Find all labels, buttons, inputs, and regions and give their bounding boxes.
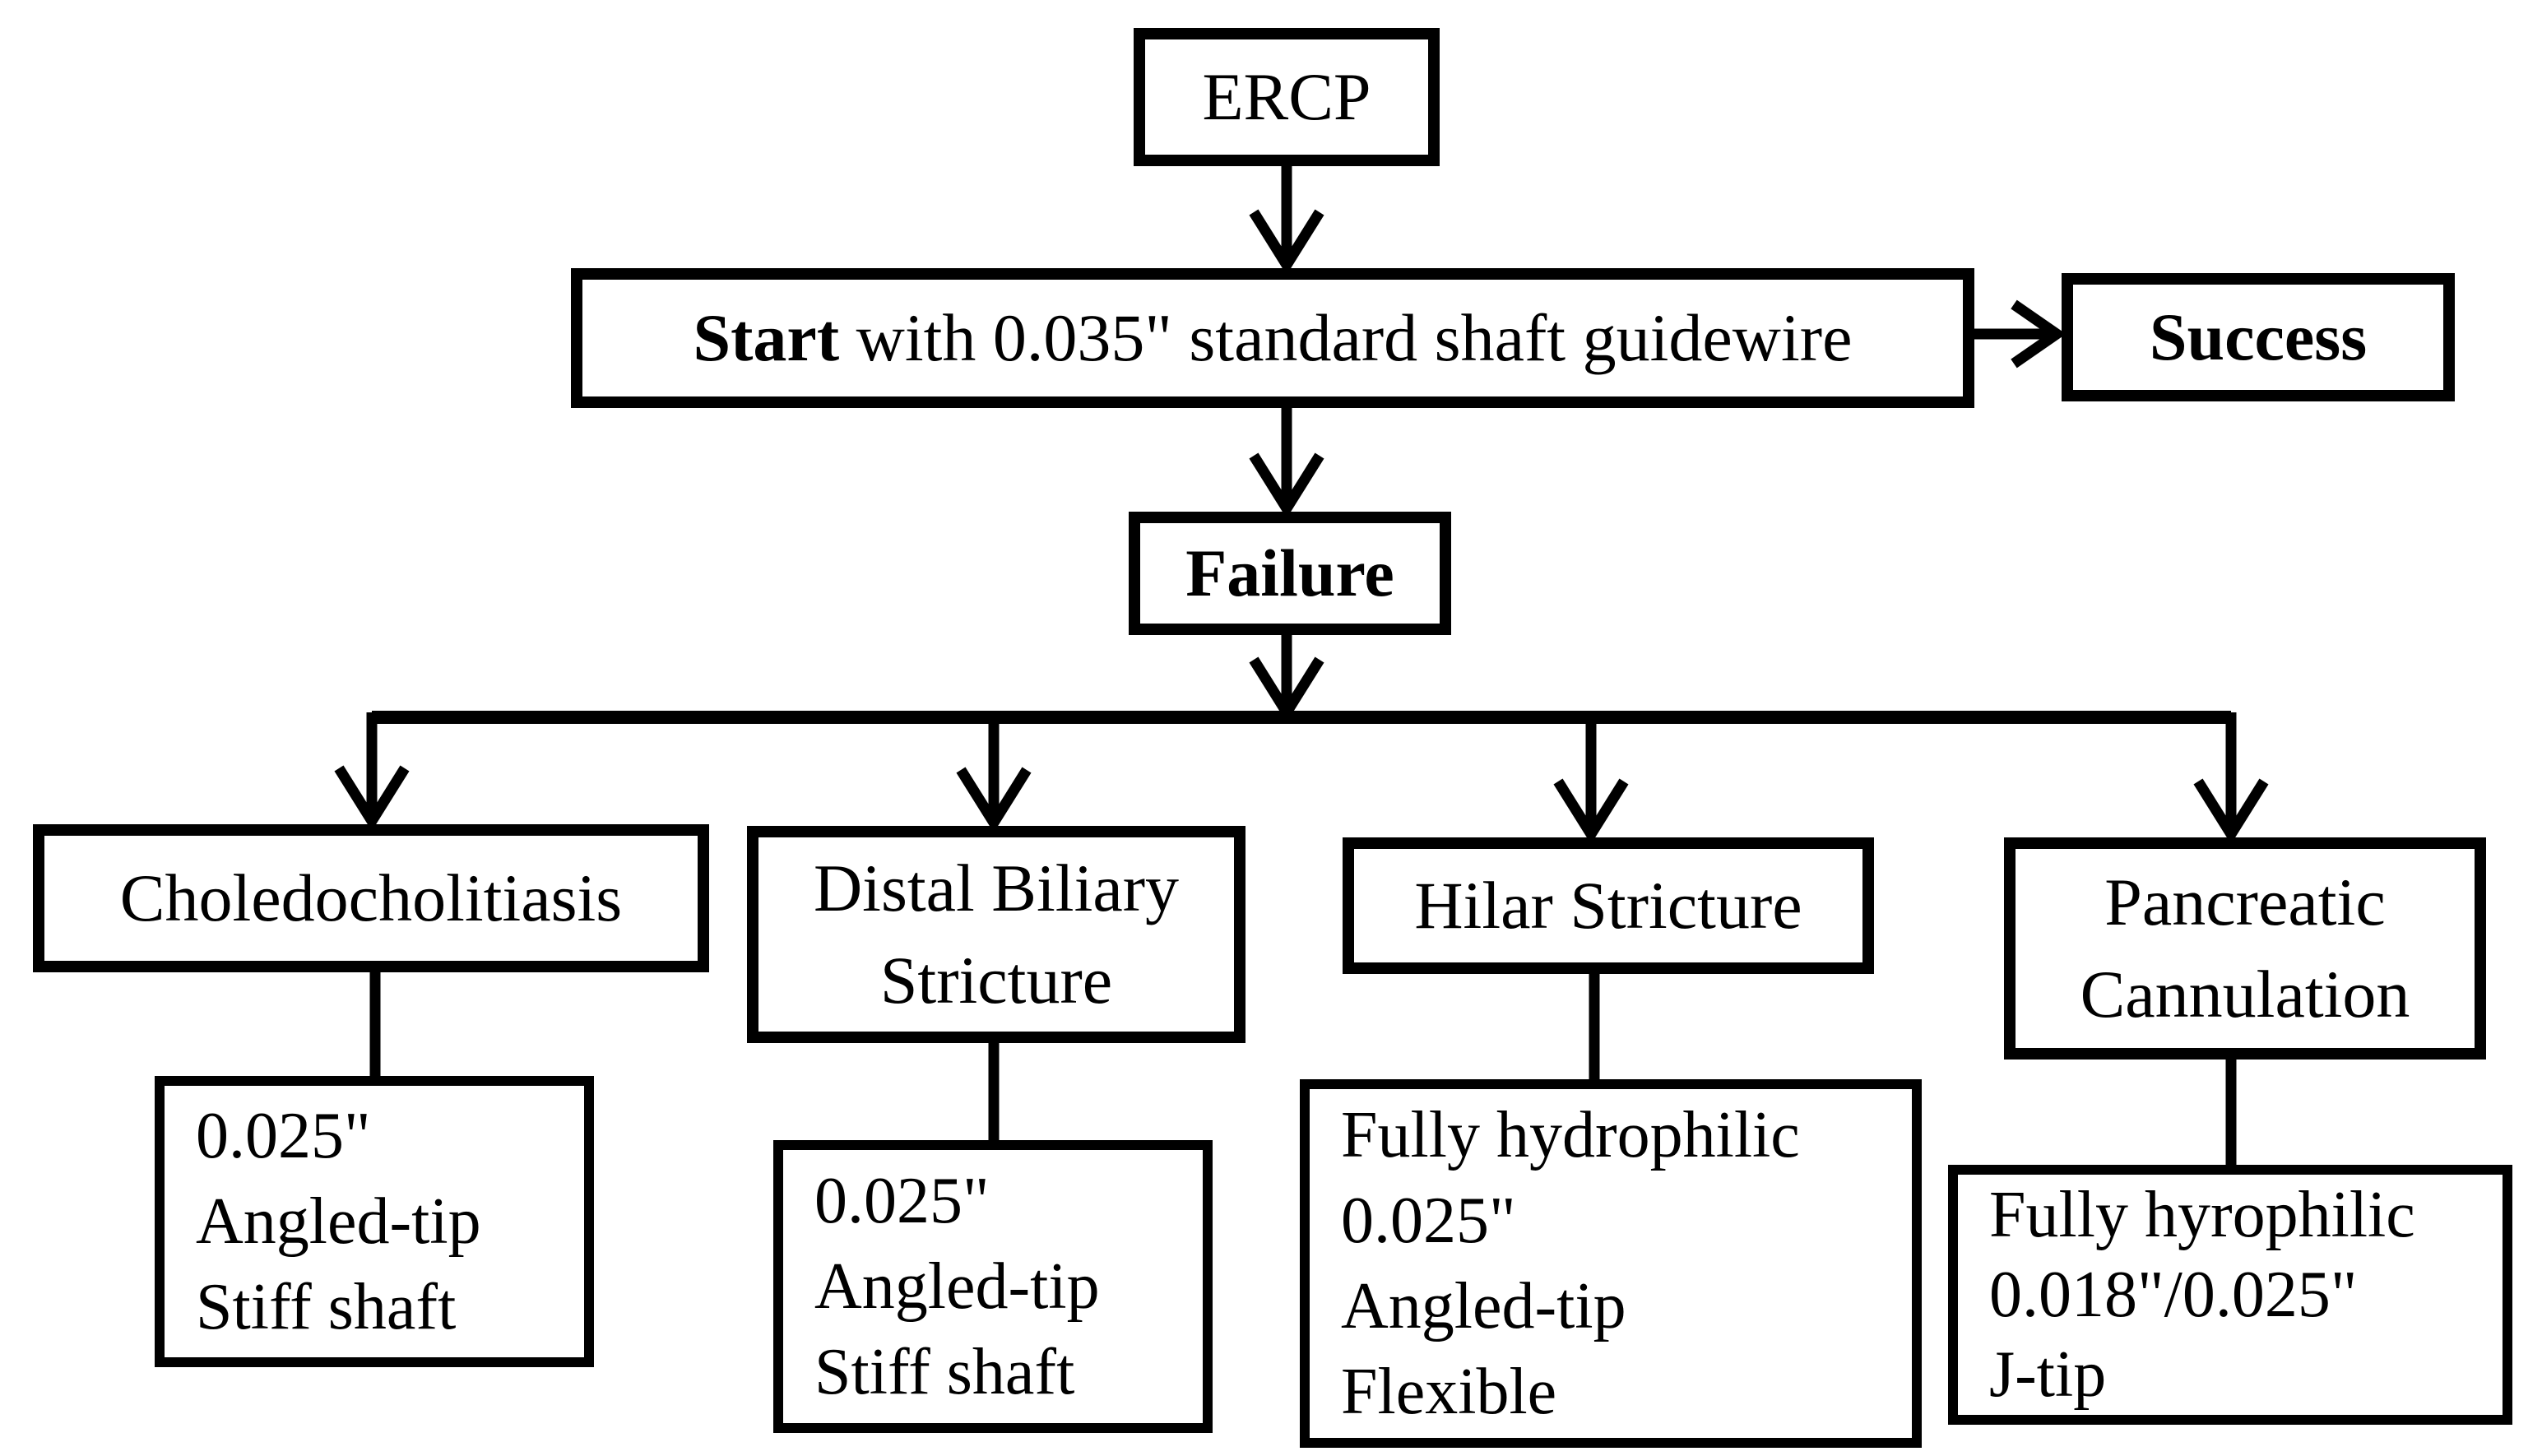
detail-line: Angled-tip xyxy=(1341,1270,1626,1342)
node-start-guidewire: Start with 0.035" standard shaft guidewi… xyxy=(571,268,1974,408)
detail-line: 0.025" xyxy=(196,1100,371,1172)
node-pancreatic-cannulation: Pancreatic Cannulation xyxy=(2004,837,2486,1060)
node-distal-biliary-stricture: Distal Biliary Stricture xyxy=(747,826,1245,1043)
detail-line: Fully hyrophilic xyxy=(1989,1178,2415,1251)
node-success-label: Success xyxy=(2149,299,2368,374)
detail-line: 0.018"/0.025" xyxy=(1989,1258,2358,1331)
node-choledocholitiasis-label: Choledocholitiasis xyxy=(119,860,623,935)
detail-line: 0.025" xyxy=(1341,1185,1516,1257)
node-ercp: ERCP xyxy=(1134,28,1440,166)
node-success: Success xyxy=(2062,273,2455,401)
detail-line: J-tip xyxy=(1989,1338,2107,1411)
detail-choledocholitiasis: 0.025" Angled-tip Stiff shaft xyxy=(155,1076,594,1367)
arrowhead-start-to-failure xyxy=(1249,452,1324,519)
node-ercp-label: ERCP xyxy=(1202,59,1371,134)
node-distal-biliary-line-2: Stricture xyxy=(879,943,1113,1018)
detail-line: Angled-tip xyxy=(196,1185,481,1258)
node-pancreatic-line-2: Cannulation xyxy=(2080,957,2410,1032)
node-pancreatic-line-1: Pancreatic xyxy=(2104,865,2386,939)
detail-line: Flexible xyxy=(1341,1356,1557,1428)
node-choledocholitiasis: Choledocholitiasis xyxy=(33,824,709,972)
node-start-rest-text: with 0.035" standard shaft guidewire xyxy=(839,300,1853,375)
arrowhead-rail-to-hilar-stricture xyxy=(1553,778,1629,845)
detail-distal-biliary-stricture: 0.025" Angled-tip Stiff shaft xyxy=(773,1140,1213,1433)
detail-line: Fully hydrophilic xyxy=(1341,1099,1800,1171)
arrowhead-ercp-to-start xyxy=(1249,209,1324,276)
node-distal-biliary-line-1: Distal Biliary xyxy=(813,851,1180,925)
node-start-bold-word: Start xyxy=(693,300,840,375)
detail-line: Stiff shaft xyxy=(814,1336,1075,1408)
detail-line: Angled-tip xyxy=(814,1250,1100,1323)
detail-hilar-stricture: Fully hydrophilic 0.025" Angled-tip Flex… xyxy=(1300,1079,1922,1448)
detail-line: Stiff shaft xyxy=(196,1271,457,1343)
arrowhead-rail-to-distal-biliary xyxy=(956,767,1032,833)
arrowhead-rail-to-pancreatic xyxy=(2193,778,2269,845)
node-hilar-stricture-label: Hilar Stricture xyxy=(1414,868,1802,943)
detail-pancreatic-cannulation: Fully hyrophilic 0.018"/0.025" J-tip xyxy=(1948,1165,2512,1425)
node-start-guidewire-label: Start with 0.035" standard shaft guidewi… xyxy=(693,292,1853,384)
detail-line: 0.025" xyxy=(814,1165,990,1237)
node-hilar-stricture: Hilar Stricture xyxy=(1343,837,1874,974)
arrowhead-start-to-success xyxy=(2011,299,2067,369)
arrowhead-rail-to-choledocholitiasis xyxy=(334,765,410,832)
node-failure-label: Failure xyxy=(1185,536,1394,610)
node-failure: Failure xyxy=(1129,512,1451,635)
